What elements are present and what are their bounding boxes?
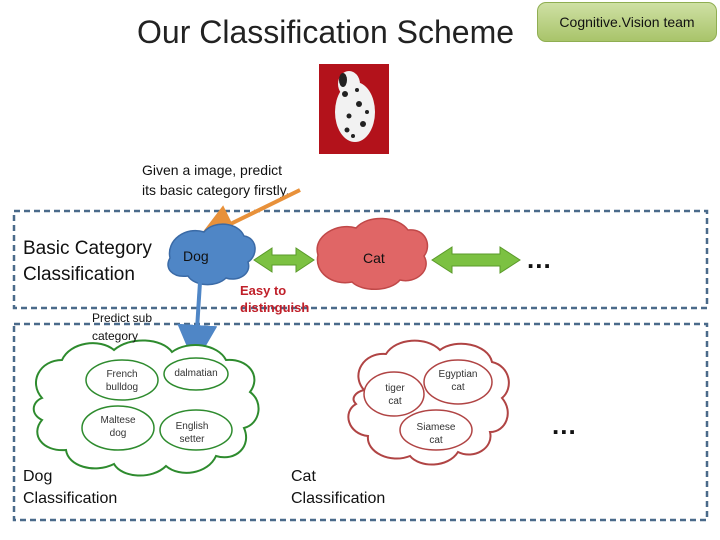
maltese-line-1: Maltese (100, 415, 136, 426)
basic-category-line-2: Classification (23, 264, 135, 285)
french-bulldog-line-1: French (106, 369, 138, 380)
cat-classification-line-1: Cat (291, 468, 316, 485)
dog-sub-cloud (32, 339, 260, 477)
team-badge: Cognitive.Vision team (537, 2, 717, 42)
more-subcategories-ellipsis: ... (552, 410, 577, 440)
basic-category-box (12, 209, 709, 310)
french-bulldog-cloud (85, 359, 159, 401)
egyptian-cat-line-2: cat (451, 382, 465, 393)
dalmatian-label: dalmatian (174, 368, 218, 379)
siamese-cat-line-1: Siamese (416, 422, 456, 433)
dog-classification-line-1: Dog (23, 468, 53, 485)
english-setter-line-1: English (175, 421, 209, 432)
arrow-cat-more (431, 246, 521, 274)
dog-classification-line-2: Classification (23, 490, 118, 507)
tiger-cat-line-2: cat (388, 396, 402, 407)
predict-sub-category-label: Predict sub category (92, 309, 152, 345)
english-setter-label: English setter (166, 420, 218, 446)
tiger-cat-cloud (363, 371, 425, 417)
egyptian-cat-label: Egyptian cat (430, 368, 486, 394)
english-setter-line-2: setter (179, 434, 205, 445)
french-bulldog-line-2: bulldog (105, 382, 139, 393)
cat-classification-line-2: Classification (291, 490, 386, 507)
more-categories-ellipsis: ... (527, 244, 552, 274)
basic-category-line-1: Basic Category (23, 238, 152, 259)
easy-to-distinguish-label: Easy to distinguish (240, 282, 309, 316)
easy-line-2: distinguish (240, 300, 310, 315)
predict-line-2: category (92, 329, 139, 343)
french-bulldog-label: French bulldog (96, 368, 148, 394)
caption-line-1: Given a image, predict (142, 162, 283, 178)
egyptian-cat-cloud (423, 359, 493, 405)
egyptian-cat-line-1: Egyptian (438, 369, 478, 380)
easy-line-1: Easy to (240, 283, 287, 298)
dalmatian-photo (319, 64, 389, 154)
dog-node-label: Dog (183, 248, 209, 264)
caption: Given a image, predict its basic categor… (142, 160, 290, 200)
siamese-cat-line-2: cat (429, 435, 443, 446)
dalmatian-cloud (163, 357, 229, 391)
dog-classification-label: Dog Classification (23, 466, 117, 510)
arrow-dog-cat (253, 247, 315, 273)
tiger-cat-label: tiger cat (374, 382, 416, 408)
english-setter-cloud (159, 409, 233, 451)
cat-classification-label: Cat Classification (291, 466, 385, 510)
slide-title: Our Classification Scheme (137, 14, 515, 50)
subcategory-box (12, 322, 709, 522)
predict-line-1: Predict sub (92, 311, 153, 325)
arrow-dog-to-sub (177, 281, 218, 365)
dog-cloud (167, 223, 256, 286)
maltese-cloud (81, 405, 155, 451)
cat-node-label: Cat (363, 250, 385, 266)
siamese-cat-label: Siamese cat (408, 421, 464, 447)
siamese-cat-cloud (399, 409, 473, 451)
tiger-cat-line-1: tiger (385, 383, 405, 394)
maltese-dog-label: Maltese dog (92, 414, 144, 440)
caption-line-2: its basic category firstly. (142, 182, 290, 198)
maltese-line-2: dog (109, 428, 127, 439)
basic-category-label: Basic Category Classification (23, 236, 152, 288)
cat-cloud (316, 217, 429, 290)
